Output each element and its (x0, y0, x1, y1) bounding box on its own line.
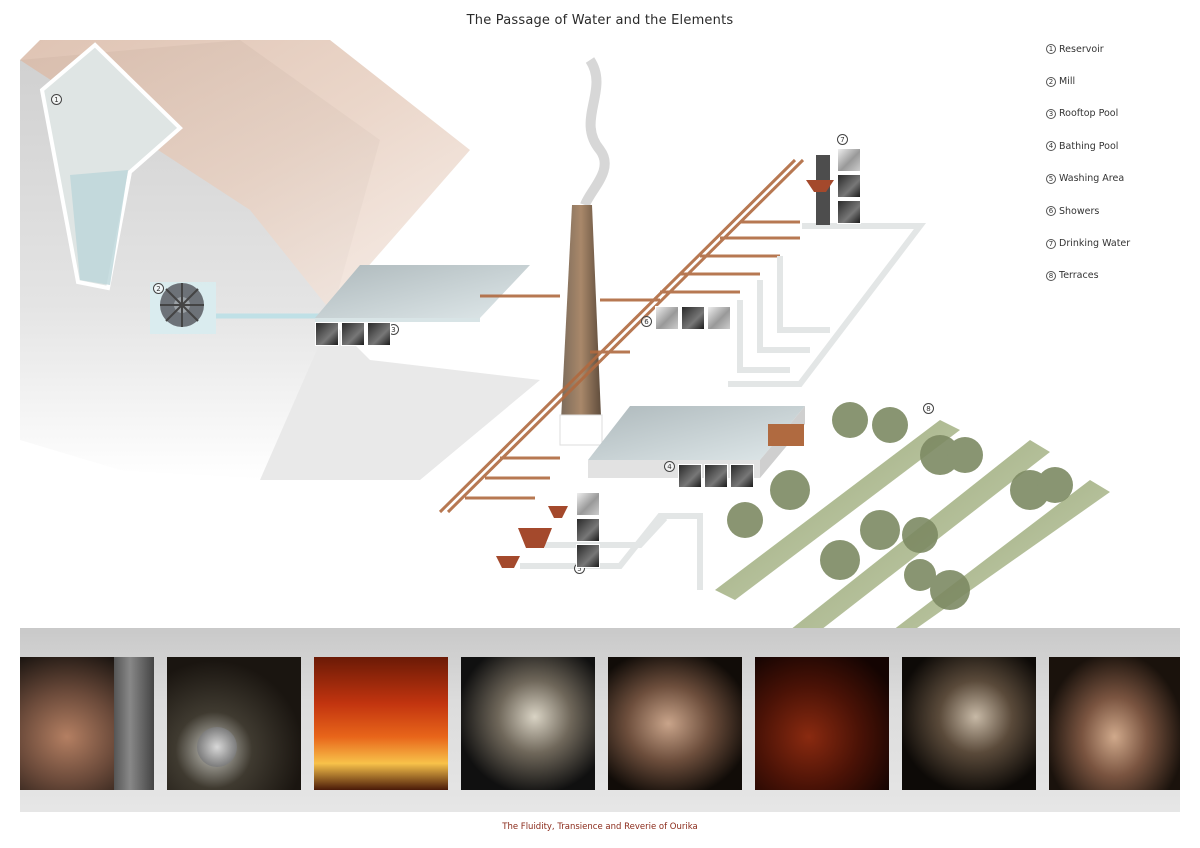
shower-channels (728, 223, 927, 387)
legend-label: Washing Area (1059, 173, 1125, 185)
legend-number: 3 (1046, 108, 1056, 119)
legend-number: 2 (1046, 76, 1056, 87)
thumbnail (576, 518, 600, 542)
thumbnail (576, 492, 600, 516)
thumbnail (681, 306, 705, 330)
legend-label: Terraces (1059, 270, 1099, 282)
photo-sleeping-face (1049, 657, 1180, 790)
page-title: The Passage of Water and the Elements (466, 13, 734, 28)
legend-label: Showers (1059, 205, 1100, 217)
legend-number: 7 (1046, 238, 1056, 249)
bathing-pool-thumbnails (678, 464, 754, 488)
legend-number: 1 (1046, 44, 1056, 55)
thumbnail (315, 322, 339, 346)
washing-area-thumbnails (576, 492, 600, 568)
caption: The Fluidity, Transience and Reverie of … (502, 822, 698, 832)
rooftop-pool-thumbnails (315, 322, 391, 346)
thumbnail (367, 322, 391, 346)
photo-teapot-pour (167, 657, 301, 790)
thumbnail (707, 306, 731, 330)
marker-4: 4 (664, 461, 675, 472)
thumbnail (837, 148, 861, 172)
legend-label: Rooftop Pool (1059, 108, 1119, 120)
legend-number: 8 (1046, 270, 1056, 281)
thumbnail (341, 322, 365, 346)
olive-trees (727, 402, 1073, 610)
legend-number: 4 (1046, 141, 1056, 152)
photo-face-against-bark (20, 657, 154, 790)
thumbnail (730, 464, 754, 488)
tower-smoke (580, 57, 610, 208)
photo-open-book (461, 657, 595, 790)
washing-area (520, 513, 703, 590)
legend-number: 6 (1046, 206, 1056, 217)
marker-2: 2 (153, 283, 164, 294)
legend-number: 5 (1046, 173, 1056, 184)
legend-label: Mill (1059, 76, 1076, 88)
basin (518, 528, 552, 548)
pipe-network (438, 158, 805, 514)
photo-hand-in-water (902, 657, 1036, 790)
marker-1: 1 (51, 94, 62, 105)
terrace-strip (715, 420, 960, 600)
photo-cupped-hands-water (608, 657, 742, 790)
basin (496, 556, 520, 568)
marker-8: 8 (923, 403, 934, 414)
legend-label: Drinking Water (1059, 238, 1131, 250)
basin (548, 506, 568, 518)
thumbnail (678, 464, 702, 488)
reservoir-water (70, 170, 128, 285)
tower (560, 205, 602, 440)
thumbnail (576, 544, 600, 568)
axonometric-diagram (20, 40, 1110, 640)
cliff-lower-face (260, 320, 540, 480)
thumbnail (704, 464, 728, 488)
photo-lantern-fire (314, 657, 448, 790)
drinking-water-thumbnails (837, 148, 861, 224)
thumbnail (837, 200, 861, 224)
bathing-pool (588, 406, 805, 460)
marker-6: 6 (641, 316, 652, 327)
thumbnail (837, 174, 861, 198)
photo-red-water (755, 657, 889, 790)
marker-7: 7 (837, 134, 848, 145)
legend-label: Bathing Pool (1059, 140, 1119, 152)
thumbnail (655, 306, 679, 330)
legend-label: Reservoir (1059, 43, 1104, 55)
rooftop-pool (315, 265, 530, 318)
shower-thumbnails (655, 306, 731, 330)
